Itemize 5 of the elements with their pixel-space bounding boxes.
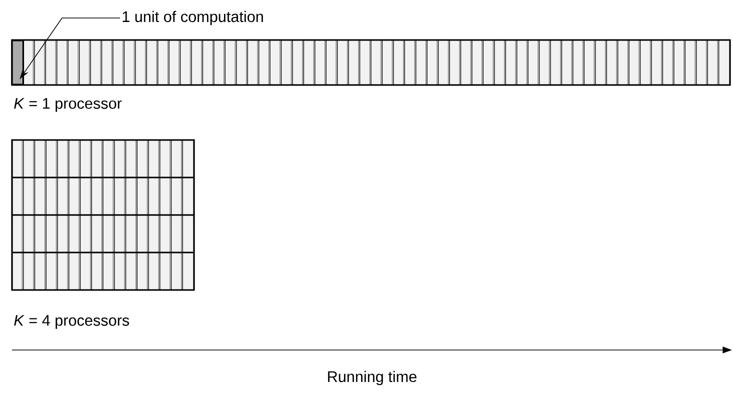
caption-text: K = 1 processor (14, 98, 122, 112)
computation-unit (11, 40, 24, 86)
annotation-text: 1 unit of computation (122, 10, 263, 26)
caption-text: K = 4 processors (14, 315, 130, 329)
caption-text: Running time (328, 370, 416, 386)
